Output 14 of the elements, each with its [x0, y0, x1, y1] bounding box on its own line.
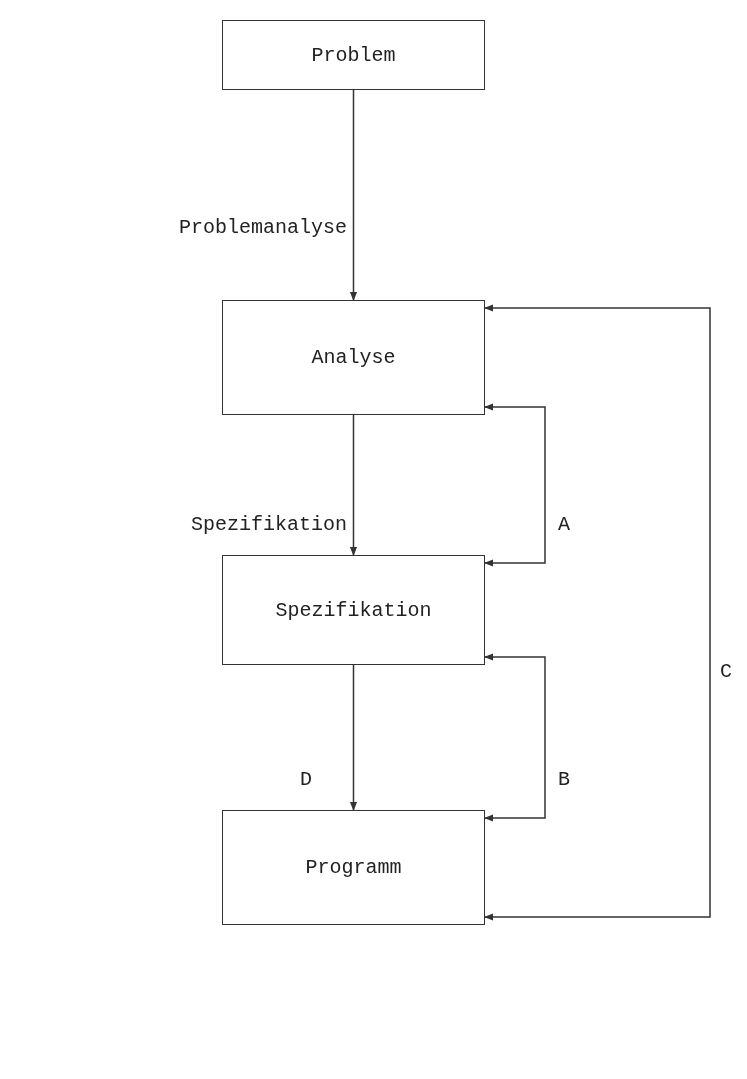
process-box: [222, 810, 485, 925]
box-label: Programm: [305, 856, 402, 879]
process-box: [222, 555, 485, 665]
process-box: [222, 20, 485, 90]
box-label: Spezifikation: [275, 598, 432, 622]
arrow: [484, 304, 711, 921]
arrow: [484, 653, 546, 822]
arrow: [349, 414, 358, 556]
box-label: Analyse: [311, 346, 396, 369]
arrow: [349, 89, 358, 301]
arrow: [484, 403, 546, 567]
box-label: Problem: [311, 43, 396, 67]
process-box: [222, 300, 485, 415]
arrow: [349, 664, 358, 811]
